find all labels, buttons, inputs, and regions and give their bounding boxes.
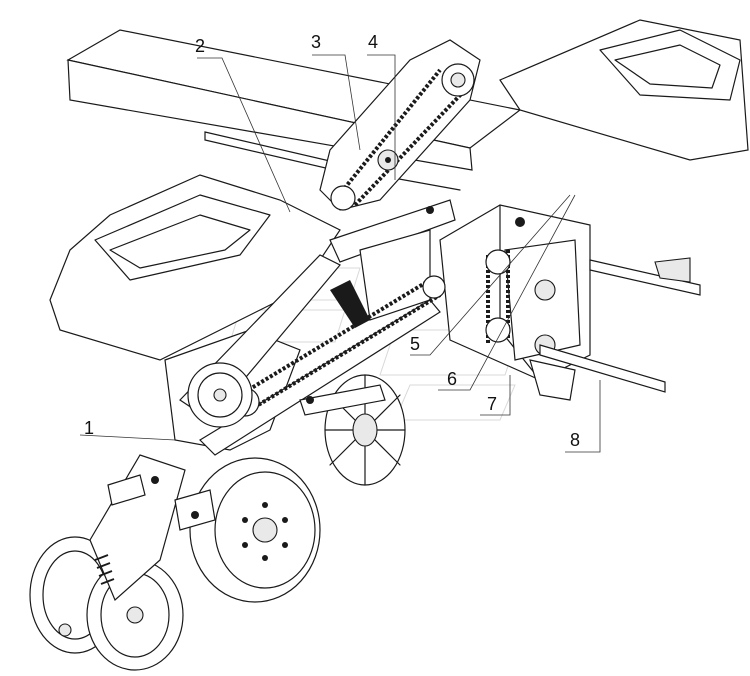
callout-4: 4 — [368, 32, 378, 52]
hex-shaft — [529, 257, 701, 401]
callout-3: 3 — [311, 32, 321, 52]
callout-leaders — [79, 54, 601, 453]
callout-6: 6 — [447, 369, 457, 389]
callout-1: 1 — [84, 418, 94, 438]
row-unit-frame — [164, 199, 456, 456]
callout-5: 5 — [410, 334, 420, 354]
closing-wheels — [29, 454, 186, 671]
gauge-wheel — [189, 457, 321, 603]
hopper-body — [49, 174, 341, 361]
callout-7: 7 — [487, 394, 497, 414]
callout-8: 8 — [570, 430, 580, 450]
upper-chain-drive — [319, 39, 481, 211]
seed-meter — [187, 362, 253, 428]
brackets — [107, 206, 434, 531]
callout-2: 2 — [195, 36, 205, 56]
gearbox-housing — [439, 204, 591, 381]
star-wheel — [299, 374, 406, 486]
